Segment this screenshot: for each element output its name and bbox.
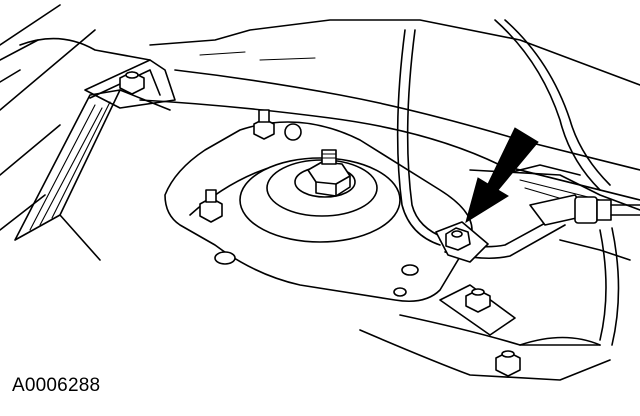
lower-bracket <box>359 284 611 381</box>
stud-nut-left <box>199 189 223 223</box>
center-strut-nut <box>307 149 351 197</box>
ground-terminal <box>435 221 489 263</box>
upper-body-rail <box>139 19 640 201</box>
stud-nut-upper <box>253 109 275 140</box>
plate-hole <box>284 123 302 141</box>
strut-mount-plate <box>164 121 473 303</box>
figure-caption: A0006288 <box>12 375 101 396</box>
arrow-indicator-icon <box>465 127 539 224</box>
left-body-panel <box>0 4 171 261</box>
bracket-top-left <box>84 59 176 109</box>
wiring-harness <box>396 19 640 260</box>
